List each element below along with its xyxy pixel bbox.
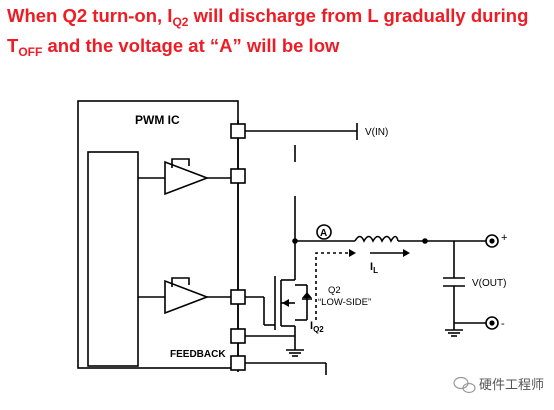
plus-label: + [501, 232, 507, 244]
watermark-text: 硬件工程师 [479, 377, 544, 392]
pin-feedback [230, 355, 246, 371]
wechat-icon [453, 376, 476, 394]
q2-label: Q2 [328, 285, 341, 296]
title-line-1: When Q2 turn-on, IQ2 will discharge from… [7, 5, 529, 29]
iq2-arrow-head [349, 249, 356, 257]
pin-vin [230, 123, 246, 139]
pin-gnd [230, 328, 246, 344]
pin-hs-drive [230, 168, 246, 184]
node-a-marker [316, 224, 332, 240]
il-label: IL [370, 261, 378, 275]
feedback-label: FEEDBACK [170, 349, 226, 360]
pin-ls-drive [230, 289, 246, 305]
minus-label: - [501, 318, 505, 330]
title-line-2: TOFF and the voltage at “A” will be low [7, 35, 340, 59]
pwm-ic-box [77, 100, 239, 369]
slide-title: When Q2 turn-on, IQ2 will discharge from… [7, 4, 552, 64]
node-a-label: A [320, 228, 327, 239]
mosfet-body-arrow [282, 299, 289, 307]
iq2-current-path [315, 252, 352, 320]
internal-block [87, 151, 139, 367]
iq2-label: IQ2 [310, 320, 324, 334]
inductor [354, 235, 399, 243]
vin-label: V(IN) [365, 127, 388, 138]
diode-arrow [302, 292, 312, 298]
il-arrow-head [403, 249, 410, 257]
vout-label: V(OUT) [472, 278, 506, 289]
ic-label: PWM IC [135, 113, 180, 127]
low-side-label: “LOW-SIDE” [318, 297, 371, 308]
